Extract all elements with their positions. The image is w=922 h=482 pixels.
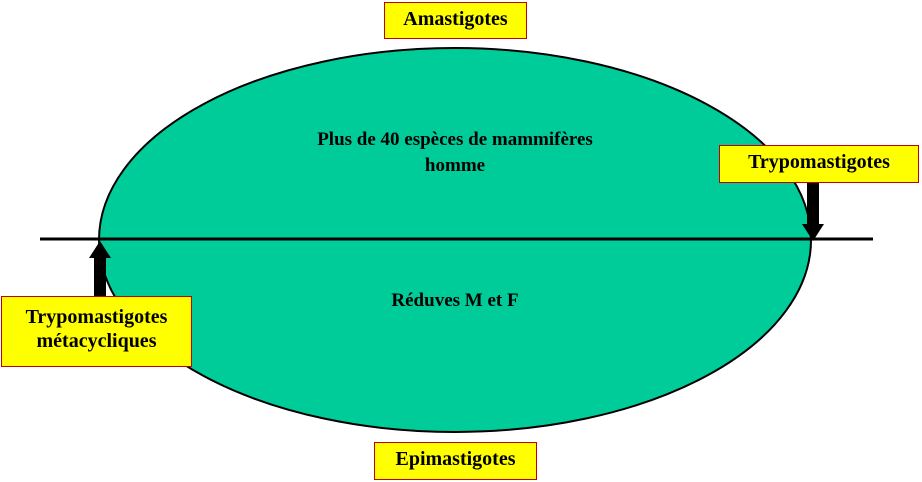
label-metacyclic-line-2: métacycliques: [36, 330, 157, 352]
host-description: Plus de 40 espèces de mammifères homme: [255, 127, 655, 179]
label-trypomastigotes-metacycliques: Trypomastigotes métacycliques: [1, 296, 192, 367]
arrow-down-right: [802, 182, 824, 241]
label-amastigotes-text: Amastigotes: [403, 8, 508, 30]
vector-description: Réduves M et F: [305, 288, 605, 314]
label-metacyclic-line-1: Trypomastigotes: [25, 306, 168, 328]
host-line-2: homme: [424, 155, 486, 176]
arrow-up-left: [89, 241, 111, 298]
label-trypomastigotes: Trypomastigotes: [719, 145, 919, 183]
label-epimastigotes-text: Epimastigotes: [395, 448, 516, 470]
label-trypomastigotes-text: Trypomastigotes: [748, 151, 890, 173]
label-amastigotes: Amastigotes: [384, 2, 527, 39]
label-epimastigotes: Epimastigotes: [374, 442, 537, 480]
vector-line: Réduves M et F: [391, 290, 519, 311]
host-line-1: Plus de 40 espèces de mammifères: [317, 129, 593, 150]
